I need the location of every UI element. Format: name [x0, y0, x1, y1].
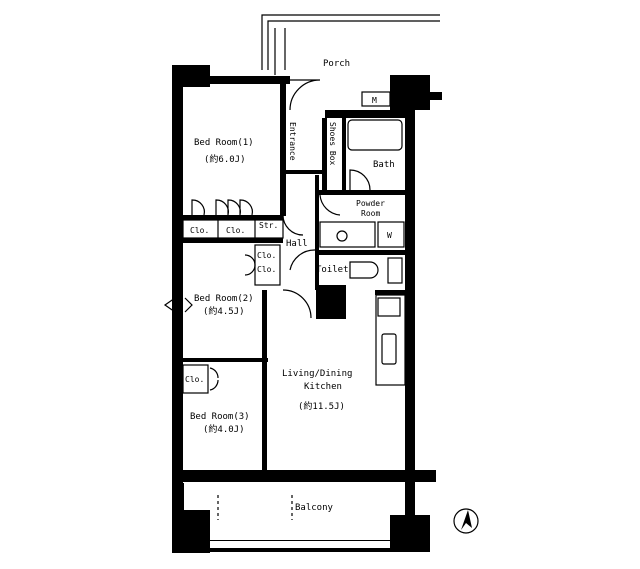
meter-label: M [372, 96, 377, 105]
storage-label: Str. [259, 221, 278, 230]
washer-label: W [387, 231, 392, 240]
closet-label: Clo. [257, 265, 276, 274]
entrance-label: Entrance [288, 122, 297, 161]
bedroom3-label: Bed Room(3) [190, 412, 250, 422]
powder-room-label: Powder [356, 199, 385, 208]
ldk-label-2: Kitchen [304, 382, 342, 392]
bedroom2-size: (約4.5J) [203, 305, 245, 317]
windows [175, 79, 390, 479]
balcony-label: Balcony [295, 503, 334, 513]
powder-room-label-2: Room [361, 209, 380, 218]
toilet-label: Toilet [316, 265, 349, 275]
north-arrow-icon [453, 508, 479, 534]
fixtures [182, 91, 406, 520]
bedroom1-size: (約6.0J) [204, 153, 246, 165]
refrigerator-label: R [328, 296, 333, 305]
closet-label: Clo. [185, 375, 204, 384]
porch-frame [261, 14, 440, 75]
bath-label: Bath [373, 160, 395, 170]
bedroom1-label: Bed Room(1) [194, 138, 254, 148]
bedroom3-size: (約4.0J) [203, 423, 245, 435]
bedroom2-label: Bed Room(2) [194, 294, 254, 304]
ldk-size: (約11.5J) [298, 400, 345, 412]
hall-label: Hall [286, 239, 308, 249]
closet-label: Clo. [257, 251, 276, 260]
ldk-label: Living/Dining [282, 369, 352, 379]
porch-label: Porch [323, 59, 350, 69]
shoes-box-label: Shoes Box [328, 122, 337, 166]
closet-label: Clo. [226, 226, 245, 235]
doors [163, 79, 371, 391]
walls [172, 65, 442, 553]
closet-label: Clo. [190, 226, 209, 235]
